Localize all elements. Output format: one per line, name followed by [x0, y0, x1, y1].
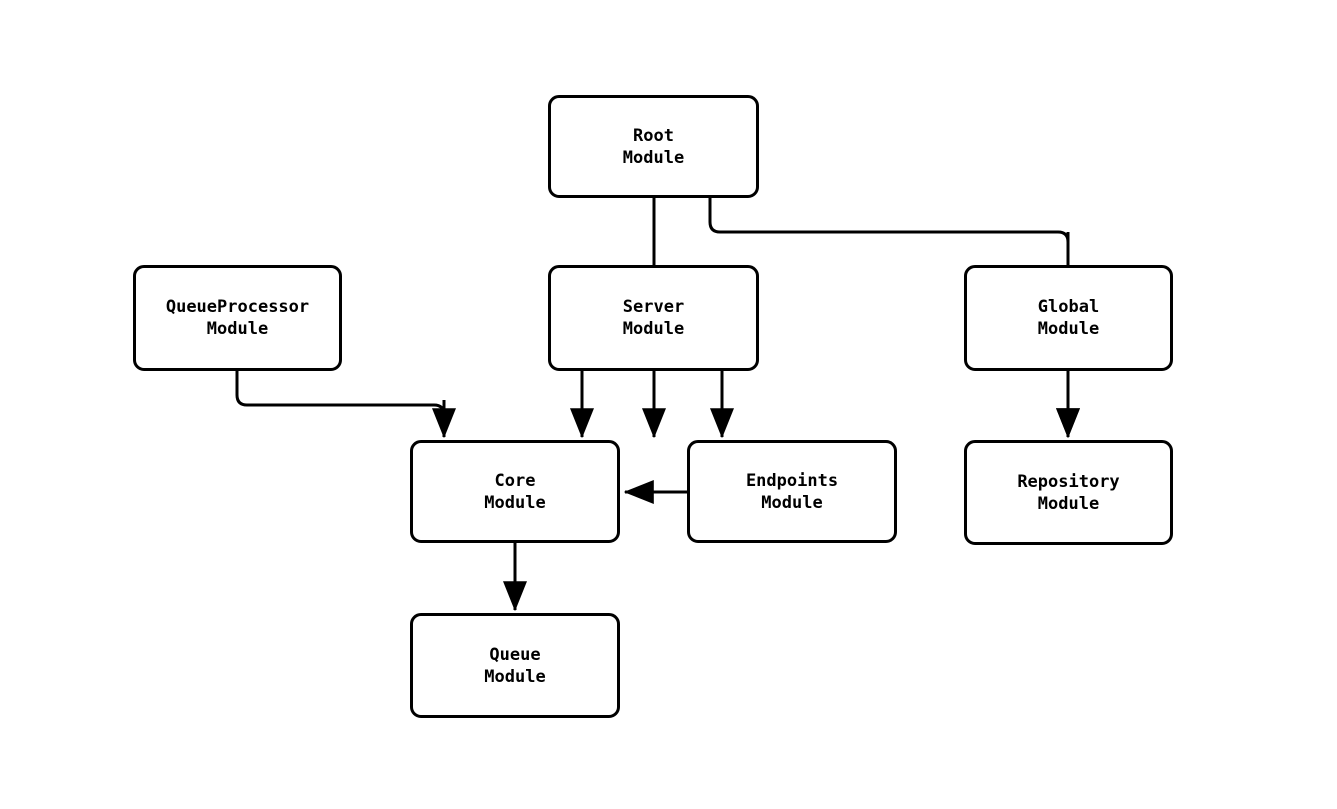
node-queue-module-line2: Module	[484, 666, 546, 687]
node-queue-module[interactable]: Queue Module	[410, 613, 620, 718]
node-global-module[interactable]: Global Module	[964, 265, 1173, 371]
node-repository-module-line1: Repository	[1017, 471, 1120, 492]
node-core-module-line1: Core	[494, 470, 536, 491]
node-root-module-line2: Module	[622, 147, 685, 168]
node-server-module[interactable]: Server Module	[548, 265, 759, 371]
node-server-module-line1: Server	[622, 297, 685, 317]
node-core-module[interactable]: Core Module	[410, 440, 620, 543]
node-global-module-line2: Module	[1037, 319, 1100, 339]
node-queueprocessor-module-line2: Module	[206, 319, 269, 339]
edge-queueprocessor-to-core	[235, 371, 456, 439]
node-repository-module[interactable]: Repository Module	[964, 440, 1173, 545]
node-global-module-line1: Global	[1037, 297, 1100, 317]
node-queue-module-line1: Queue	[489, 644, 541, 665]
node-server-module-line2: Module	[622, 319, 685, 339]
node-endpoints-module-line1: Endpoints	[745, 470, 839, 491]
node-queueprocessor-module-line1: QueueProcessor	[165, 297, 310, 317]
node-core-module-line2: Module	[484, 492, 546, 513]
node-queueprocessor-module[interactable]: QueueProcessor Module	[133, 265, 342, 371]
node-repository-module-line2: Module	[1037, 493, 1100, 514]
node-endpoints-module-line2: Module	[761, 492, 823, 513]
node-endpoints-module[interactable]: Endpoints Module	[687, 440, 897, 543]
node-root-module[interactable]: Root Module	[548, 95, 759, 198]
node-root-module-line1: Root	[633, 125, 674, 146]
